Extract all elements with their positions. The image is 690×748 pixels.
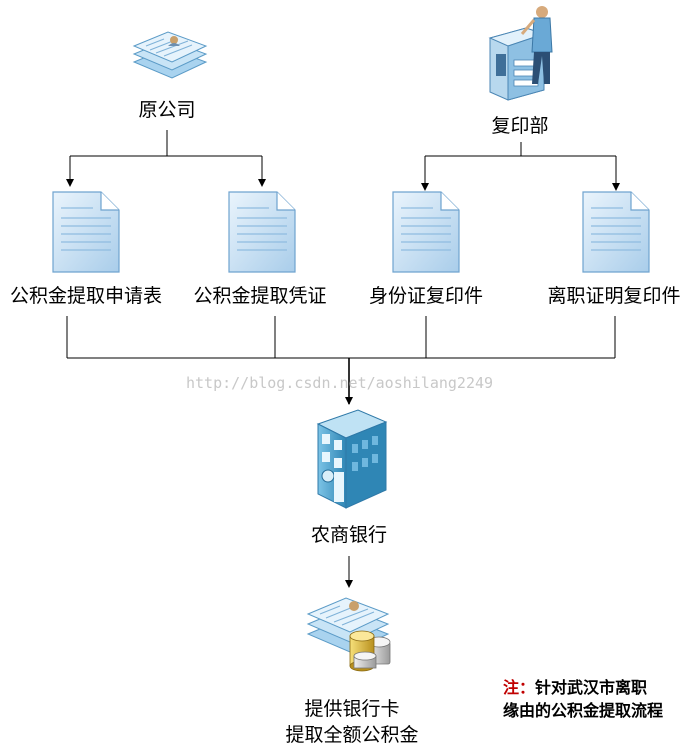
application-form-icon: [52, 191, 120, 273]
node-final-line1: 提供银行卡: [304, 698, 400, 720]
node-application-form: 公积金提取申请表: [9, 285, 163, 307]
node-copy-dept: 复印部: [491, 115, 549, 137]
connector-original-company: [66, 130, 266, 187]
note-prefix: 注：: [503, 678, 536, 697]
node-final-line2: 提取全额公积金: [285, 724, 419, 746]
connector-copy-dept: [421, 142, 620, 191]
note: 注：针对武汉市离职 缘由的公积金提取流程: [503, 676, 663, 722]
watermark: http://blog.csdn.net/aoshilang2249: [186, 374, 494, 392]
node-id-copy: 身份证复印件: [368, 285, 484, 307]
withdrawal-voucher-icon: [228, 191, 296, 273]
note-line2: 缘由的公积金提取流程: [503, 701, 664, 720]
resignation-copy-icon: [582, 191, 650, 273]
connector-merge: [66, 316, 616, 588]
bank-building-icon: [316, 409, 388, 509]
note-line1: 针对武汉市离职: [535, 678, 648, 697]
node-bank: 农商银行: [310, 524, 388, 546]
document-stack-icon: [132, 31, 208, 79]
id-copy-icon: [392, 191, 460, 273]
money-documents-icon: [306, 597, 391, 672]
node-original-company: 原公司: [138, 99, 196, 121]
copier-operator-icon: [488, 6, 553, 101]
node-withdrawal-voucher: 公积金提取凭证: [193, 285, 327, 307]
node-resignation-copy: 离职证明复印件: [547, 285, 681, 307]
